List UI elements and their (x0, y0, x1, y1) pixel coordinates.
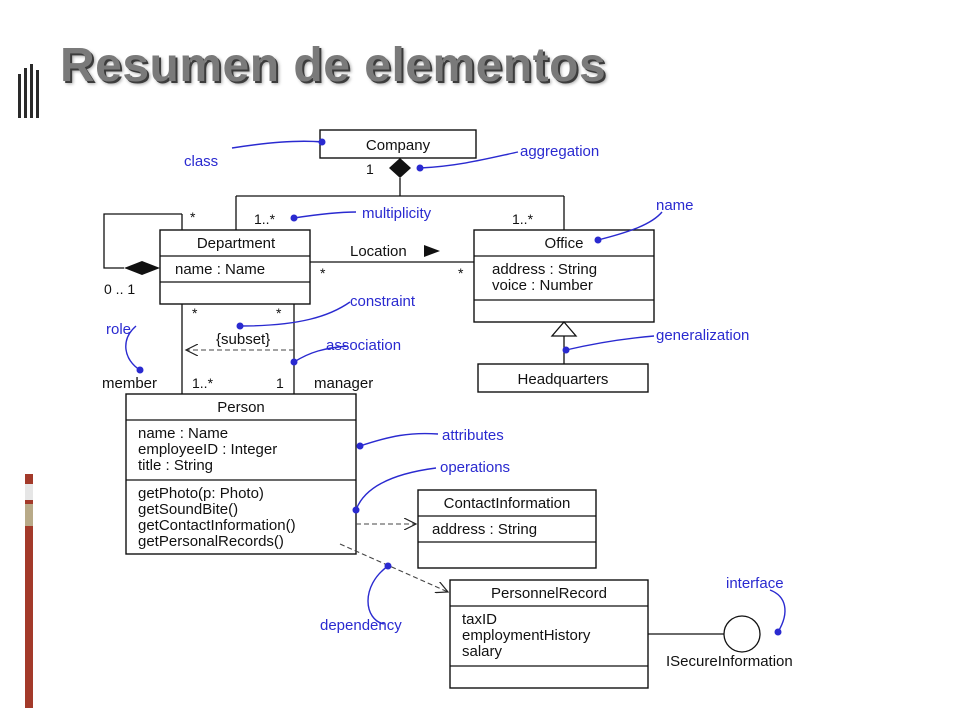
manager-multiplicity: 1 (276, 375, 284, 391)
annotation-class: class (184, 153, 218, 170)
location-multiplicity-right: * (458, 265, 464, 281)
class-department-name: Department (197, 235, 276, 252)
person-attribute-3: title : String (138, 457, 213, 474)
self-multiplicity-range: 0 .. 1 (104, 281, 135, 297)
personnel-attribute-3: salary (462, 643, 503, 660)
person-operation-1: getPhoto(p: Photo) (138, 485, 264, 502)
interface-lollipop-icon (723, 615, 761, 653)
dept-person-star-left: * (192, 305, 198, 321)
class-headquarters: Headquarters (477, 363, 649, 393)
interface-name: ISecureInformation (666, 653, 793, 670)
person-operation-4: getPersonalRecords() (138, 533, 284, 550)
contact-attribute: address : String (432, 521, 537, 538)
annotation-attributes: attributes (442, 427, 504, 444)
class-headquarters-name: Headquarters (518, 371, 609, 388)
left-accent-gap-1 (25, 484, 33, 500)
personnel-attribute-1: taxID (462, 611, 497, 628)
class-company-name: Company (366, 137, 431, 154)
self-aggregation-diamond-icon (124, 261, 160, 275)
annotation-interface: interface (726, 575, 784, 592)
department-multiplicity: 1..* (254, 211, 276, 227)
office-multiplicity: 1..* (512, 211, 534, 227)
generalization-triangle-icon (550, 321, 578, 337)
class-office-name: Office (545, 235, 584, 252)
annotation-role: role (106, 321, 131, 338)
company-multiplicity: 1 (366, 161, 374, 177)
subset-constraint-label: {subset} (216, 331, 270, 348)
location-direction-icon (424, 245, 440, 257)
annotation-association: association (326, 337, 401, 354)
member-role-label: member (102, 375, 157, 392)
left-accent-bar (25, 474, 33, 708)
annotation-aggregation: aggregation (520, 143, 599, 160)
personnel-attribute-2: employmentHistory (462, 627, 591, 644)
annotation-operations: operations (440, 459, 510, 476)
manager-role-label: manager (314, 375, 373, 392)
annotation-name: name (656, 197, 694, 214)
person-attribute-2: employeeID : Integer (138, 441, 277, 458)
aggregation-diamond-icon (389, 158, 411, 178)
location-label: Location (350, 243, 407, 260)
class-company: Company (319, 129, 477, 159)
annotation-dependency: dependency (320, 617, 402, 634)
location-multiplicity-left: * (320, 265, 326, 281)
dept-person-star-right: * (276, 305, 282, 321)
office-attribute-2: voice : Number (492, 277, 593, 294)
class-department: Department name : Name (159, 229, 311, 305)
class-person: Person name : Name employeeID : Integer … (125, 393, 357, 555)
slide-title: Resumen de elementos (60, 39, 607, 92)
class-contact-information-name: ContactInformation (444, 495, 571, 512)
annotation-constraint: constraint (350, 293, 416, 310)
class-contact-information: ContactInformation address : String (417, 489, 597, 569)
annotation-generalization: generalization (656, 327, 749, 344)
class-person-name: Person (217, 399, 265, 416)
self-multiplicity-star: * (190, 209, 196, 225)
person-attribute-1: name : Name (138, 425, 228, 442)
class-personnel-record: PersonnelRecord taxID employmentHistory … (449, 579, 649, 689)
person-operation-2: getSoundBite() (138, 501, 238, 518)
department-attribute: name : Name (175, 261, 265, 278)
class-personnel-record-name: PersonnelRecord (491, 585, 607, 602)
class-office: Office address : String voice : Number (473, 229, 655, 323)
member-multiplicity: 1..* (192, 375, 214, 391)
office-attribute-1: address : String (492, 261, 597, 278)
left-accent-gap-2 (25, 504, 33, 526)
person-operation-3: getContactInformation() (138, 517, 296, 534)
title-bars-icon (18, 64, 39, 118)
annotation-multiplicity: multiplicity (362, 205, 432, 222)
